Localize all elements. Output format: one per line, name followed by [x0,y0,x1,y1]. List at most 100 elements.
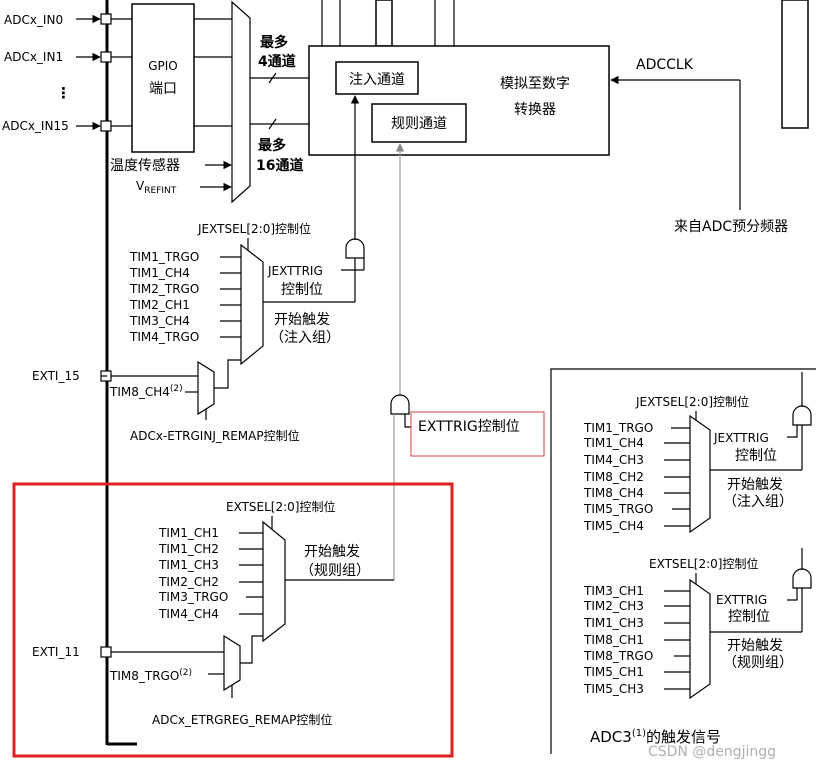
regular-and-gate [390,394,410,415]
adc3-reg-input-6: TIM5_CH3 [583,682,644,696]
adc-title-line2: 转换器 [514,101,556,118]
adc3-caption: ADC3(1)的触发信号 [590,728,721,746]
prescaler-label: 来自ADC预分频器 [674,219,788,235]
injected-input-0: TIM1_TRGO [129,250,199,264]
injected-input-stubs [220,256,241,338]
jexttrig-label: JEXTTRIG [267,264,323,278]
regular-trigger-mux [262,520,286,643]
regular-group-highlight [12,482,454,758]
injected-channel-box [335,61,419,95]
adc3-exttrig-label: EXTTRIG [716,593,767,607]
adc3-jexttrig-label-2: 控制位 [735,448,777,464]
injected-remap-out [214,359,241,389]
exttrig-label-box [410,411,545,457]
adc-title-line1: 模拟至数字 [500,76,570,92]
injected-remap-mux [197,360,215,416]
input-label-in0: ADCx_IN0 [4,13,63,27]
jexttrig-label-2: 控制位 [281,282,323,298]
vrefint-label: VREFINT [136,179,177,196]
regular-input-1: TIM1_CH2 [158,542,219,556]
max16-label-line2: 16通道 [256,157,303,174]
regular-input-0: TIM1_CH1 [158,526,219,540]
regular-group-label: （规则组） [300,563,370,579]
injected-input-2: TIM2_TRGO [129,282,199,296]
adc3-reg-input-4: TIM8_TRGO [583,649,653,663]
max4-label-line2: 4通道 [258,53,296,70]
injected-channel-label: 注入通道 [349,72,405,88]
injected-input-1: TIM1_CH4 [129,266,190,280]
adc3-inj-and-gate [792,405,812,426]
adc3-exttrig-stub [787,588,798,601]
adc3-reg-input-stubs [664,590,690,690]
exti11-label: EXTI_11 [32,645,80,659]
input-label-in15: ADCx_IN15 [2,119,69,133]
injected-input-list: TIM1_TRGO TIM1_CH4 TIM2_TRGO TIM2_CH1 TI… [129,250,199,344]
regular-input-stubs [239,532,263,615]
adc3-injected-input-list: TIM1_TRGO TIM1_CH4 TIM4_CH3 TIM8_CH2 TIM… [583,421,653,533]
adc3-inj-start-label: 开始触发 [727,477,783,493]
regular-remap-mux [223,634,241,692]
injected-and-gate [345,238,365,259]
adc3-reg-input-2: TIM1_CH3 [583,616,644,630]
adc3-reg-input-5: TIM5_CH1 [583,665,644,679]
input-ellipsis: ⋮ [56,84,71,102]
adc3-reg-group-label: （规则组） [723,655,793,671]
injected-input-4: TIM3_CH4 [129,314,190,328]
injected-start-label: 开始触发 [274,312,330,328]
gpio-port-box [131,3,195,153]
adc-top-connector [375,0,393,47]
exttrig-label: EXTTRIG控制位 [418,419,520,435]
adc3-inj-input-2: TIM4_CH3 [583,453,644,467]
exttrig-stub [404,414,411,428]
adc3-jexttrig-stub [787,425,798,438]
adc3-reg-input-3: TIM8_CH1 [583,633,644,647]
regular-input-5: TIM4_CH4 [158,607,219,621]
analog-input-mux [231,0,251,204]
regular-bus-slash [268,118,277,130]
adc3-panel-frame [550,368,816,754]
max16-label-line1: 最多 [258,137,286,154]
gpio-label: GPIO [148,59,178,73]
injected-group-label: （注入组） [270,330,340,346]
pin-square-in0 [100,13,112,25]
adc3-inj-input-6: TIM5_CH4 [583,519,644,533]
adc3-inj-input-1: TIM1_CH4 [583,436,644,450]
etrgreg-remap-label: ADCx_ETRGREG_REMAP控制位 [152,712,332,727]
adcclk-label: ADCCLK [636,57,694,73]
injected-input-5: TIM4_TRGO [129,330,199,344]
exti11-pin [100,646,112,658]
adc3-extsel-label: EXTSEL[2:0]控制位 [649,556,758,571]
injected-bus-slash [268,72,277,84]
etrginj-remap-label: ADCx-ETRGINJ_REMAP控制位 [130,428,300,443]
injected-trigger-mux [240,243,264,366]
adc3-injected-mux [689,414,711,534]
adc3-inj-input-3: TIM8_CH2 [583,470,644,484]
adc3-reg-input-1: TIM2_CH3 [583,599,644,613]
regular-start-label: 开始触发 [304,544,360,560]
adc3-reg-and-gate [792,568,812,589]
adc3-jextsel-label: JEXTSEL[2:0]控制位 [635,394,749,409]
adc3-inj-group-label: （注入组） [723,494,793,510]
adc3-regular-mux [689,578,711,700]
gpio-port-label: 端口 [149,81,177,97]
input-label-in1: ADCx_IN1 [4,50,63,64]
adc3-inj-input-5: TIM5_TRGO [583,502,653,516]
tim8-trgo-label: TIM8_TRGO(2) [109,668,192,683]
regular-channel-box [371,103,467,143]
jextsel-label: JEXTSEL[2:0]控制位 [197,221,311,236]
pin-square-in1 [100,51,112,63]
regular-input-list: TIM1_CH1 TIM1_CH2 TIM1_CH3 TIM2_CH2 TIM3… [158,526,228,621]
max4-label-line1: 最多 [260,34,288,51]
adc3-jexttrig-label: JEXTTRIG [713,431,769,445]
adc3-inj-input-stubs [664,427,690,527]
regular-input-4: TIM3_TRGO [158,590,228,604]
adc3-exttrig-label-2: 控制位 [728,609,770,625]
regular-input-3: TIM2_CH2 [158,575,219,589]
regular-channel-label: 规则通道 [391,116,447,132]
pin-square-in15 [100,120,112,132]
adc3-regular-input-list: TIM3_CH1 TIM2_CH3 TIM1_CH3 TIM8_CH1 TIM8… [583,584,653,696]
csdn-watermark: CSDN @dengjingg [648,744,776,760]
tim8-ch4-label: TIM8_CH4(2) [109,384,183,399]
injected-input-3: TIM2_CH1 [129,298,190,312]
